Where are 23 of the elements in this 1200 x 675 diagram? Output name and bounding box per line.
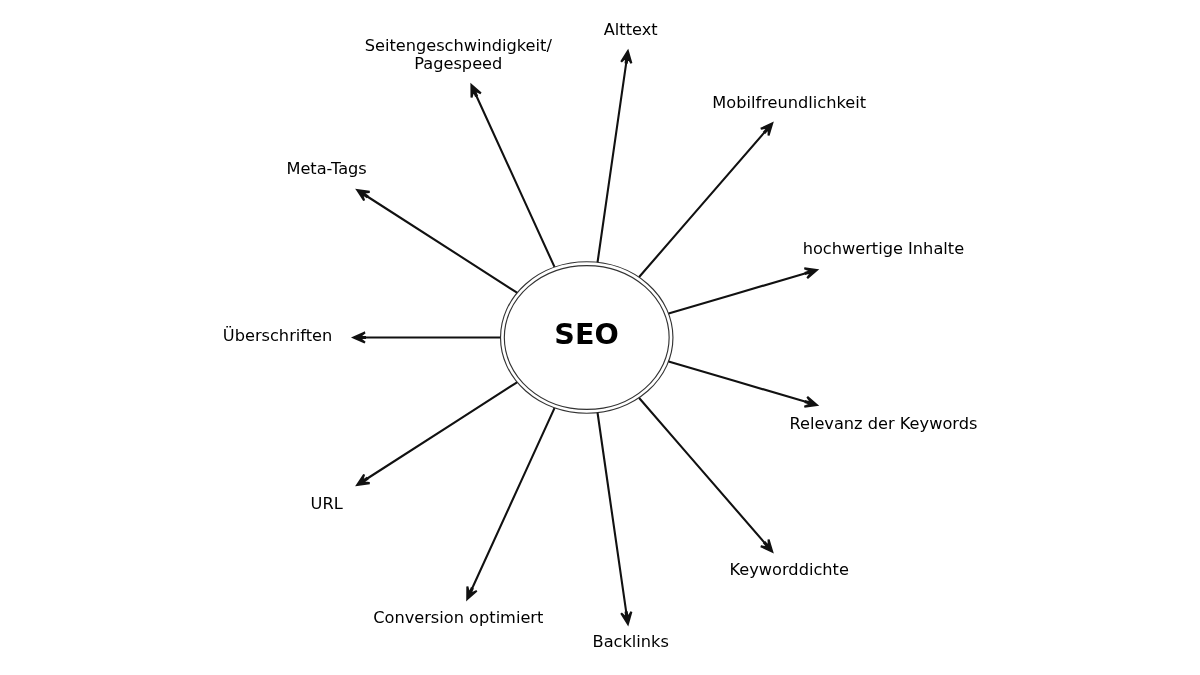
node-text: Relevanz der Keywords xyxy=(789,413,978,433)
arrow xyxy=(668,267,818,315)
node-text: hochwertige Inhalte xyxy=(802,239,965,259)
arrow xyxy=(466,407,556,601)
node-text: Meta-Tags xyxy=(286,159,367,179)
arrow xyxy=(352,331,501,344)
arrow xyxy=(596,50,633,263)
node-text: URL xyxy=(310,493,343,513)
node-ellipse: SEO xyxy=(499,261,674,414)
arrow xyxy=(470,84,556,268)
node-text: Backlinks xyxy=(592,632,669,652)
arrow xyxy=(638,397,774,553)
node-text: Conversion optimiert xyxy=(373,607,544,627)
arrow xyxy=(596,412,633,625)
node-text: Keyworddichte xyxy=(729,560,849,580)
arrow xyxy=(356,189,518,294)
node-text: Alttext xyxy=(603,20,658,40)
arrow xyxy=(356,381,518,487)
arrow xyxy=(668,360,818,408)
node-text: Seitengeschwindigkeit/ Pagespeed xyxy=(364,36,552,74)
node-text: Mobilfreundlichkeit xyxy=(712,92,867,112)
node-text: Überschriften xyxy=(222,326,333,346)
arrow xyxy=(638,122,774,278)
